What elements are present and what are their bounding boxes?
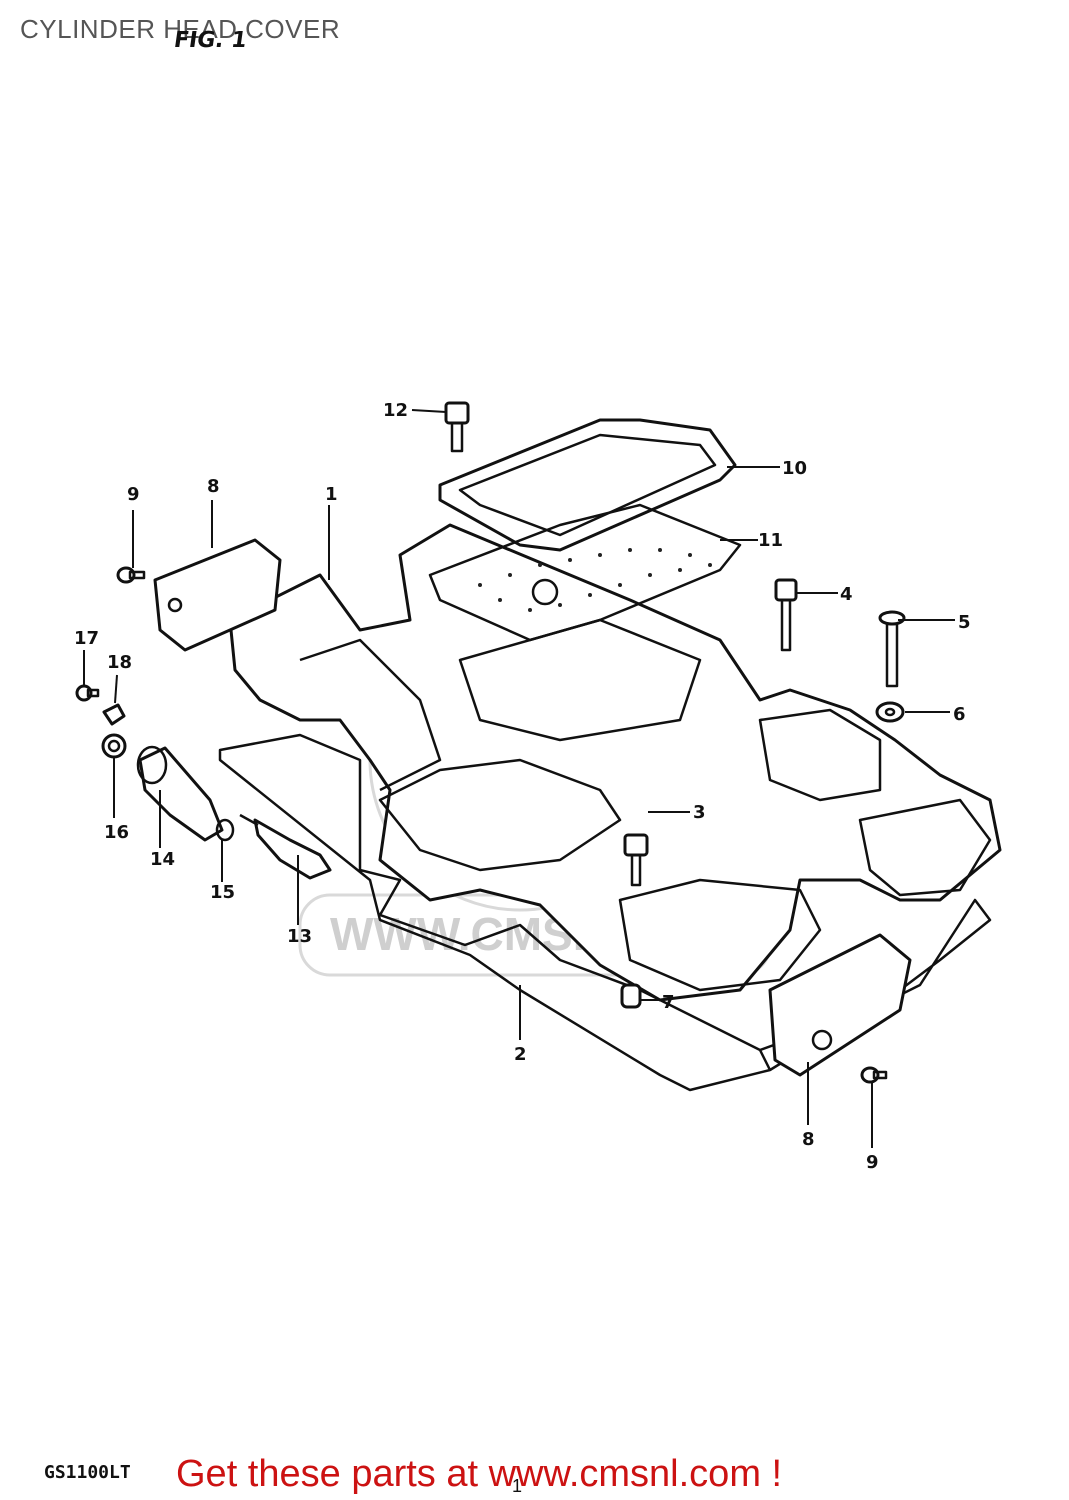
model-code: GS1100LT	[44, 1462, 131, 1483]
callout-14: 14	[150, 849, 175, 870]
breather-cover-rim	[458, 433, 717, 537]
callout-11: 11	[758, 530, 783, 551]
oil-seal-16	[101, 733, 127, 759]
cover-front-bumps	[618, 708, 992, 992]
callout-17: 17	[74, 628, 99, 649]
leader-lines	[83, 409, 955, 1148]
callout-4: 4	[840, 584, 853, 605]
side-cap-left-hole	[167, 597, 183, 613]
screw-9-left	[116, 566, 146, 584]
callout-16: 16	[104, 822, 129, 843]
side-cap-right-hole	[811, 1029, 833, 1051]
cover-inner-ridge-1	[299, 638, 442, 792]
head-cover-gasket	[218, 733, 772, 1092]
cylinder-head-cover	[228, 523, 1002, 1002]
screw-17	[75, 684, 100, 702]
callout-2: 2	[514, 1044, 527, 1065]
clip-18	[102, 703, 126, 726]
breather-gasket-hole	[531, 578, 559, 606]
callout-6: 6	[953, 704, 966, 725]
callout-3: 3	[693, 802, 706, 823]
cta-link-text[interactable]: Get these parts at www.cmsnl.com !	[176, 1453, 783, 1495]
callout-1: 1	[325, 484, 338, 505]
dowel-7	[620, 983, 642, 1009]
o-ring-15	[215, 818, 235, 842]
side-cap-left	[153, 538, 282, 652]
breather-gasket-dots	[478, 548, 712, 612]
bolt-4	[774, 578, 798, 652]
callout-13: 13	[287, 926, 312, 947]
callout-5: 5	[958, 612, 971, 633]
callout-labels: 12 10 11 9 8 1 4 5 6 17 18 16 14 15 13 3…	[74, 400, 971, 1173]
callout-15: 15	[210, 882, 235, 903]
washer-6	[875, 701, 905, 723]
callout-12: 12	[383, 400, 408, 421]
bolt-12	[444, 401, 470, 453]
callout-7: 7	[662, 992, 675, 1013]
page-title: CYLINDER HEAD COVER	[20, 14, 341, 44]
callout-9-left: 9	[127, 484, 140, 505]
page-mark: 1	[512, 1476, 523, 1496]
callout-18: 18	[107, 652, 132, 673]
side-cap-right	[768, 933, 912, 1077]
tacho-gear-housing-14	[136, 745, 224, 842]
tacho-gear-13	[239, 813, 332, 880]
bolt-5	[878, 610, 906, 688]
callout-9-right: 9	[866, 1152, 879, 1173]
screw-9-right	[860, 1066, 888, 1084]
cover-inner-ridge-3	[378, 758, 622, 872]
callout-8-left: 8	[207, 476, 220, 497]
callout-10: 10	[782, 458, 807, 479]
bolt-3	[623, 833, 649, 887]
callout-8-right: 8	[802, 1129, 815, 1150]
breather-gasket	[428, 503, 742, 642]
